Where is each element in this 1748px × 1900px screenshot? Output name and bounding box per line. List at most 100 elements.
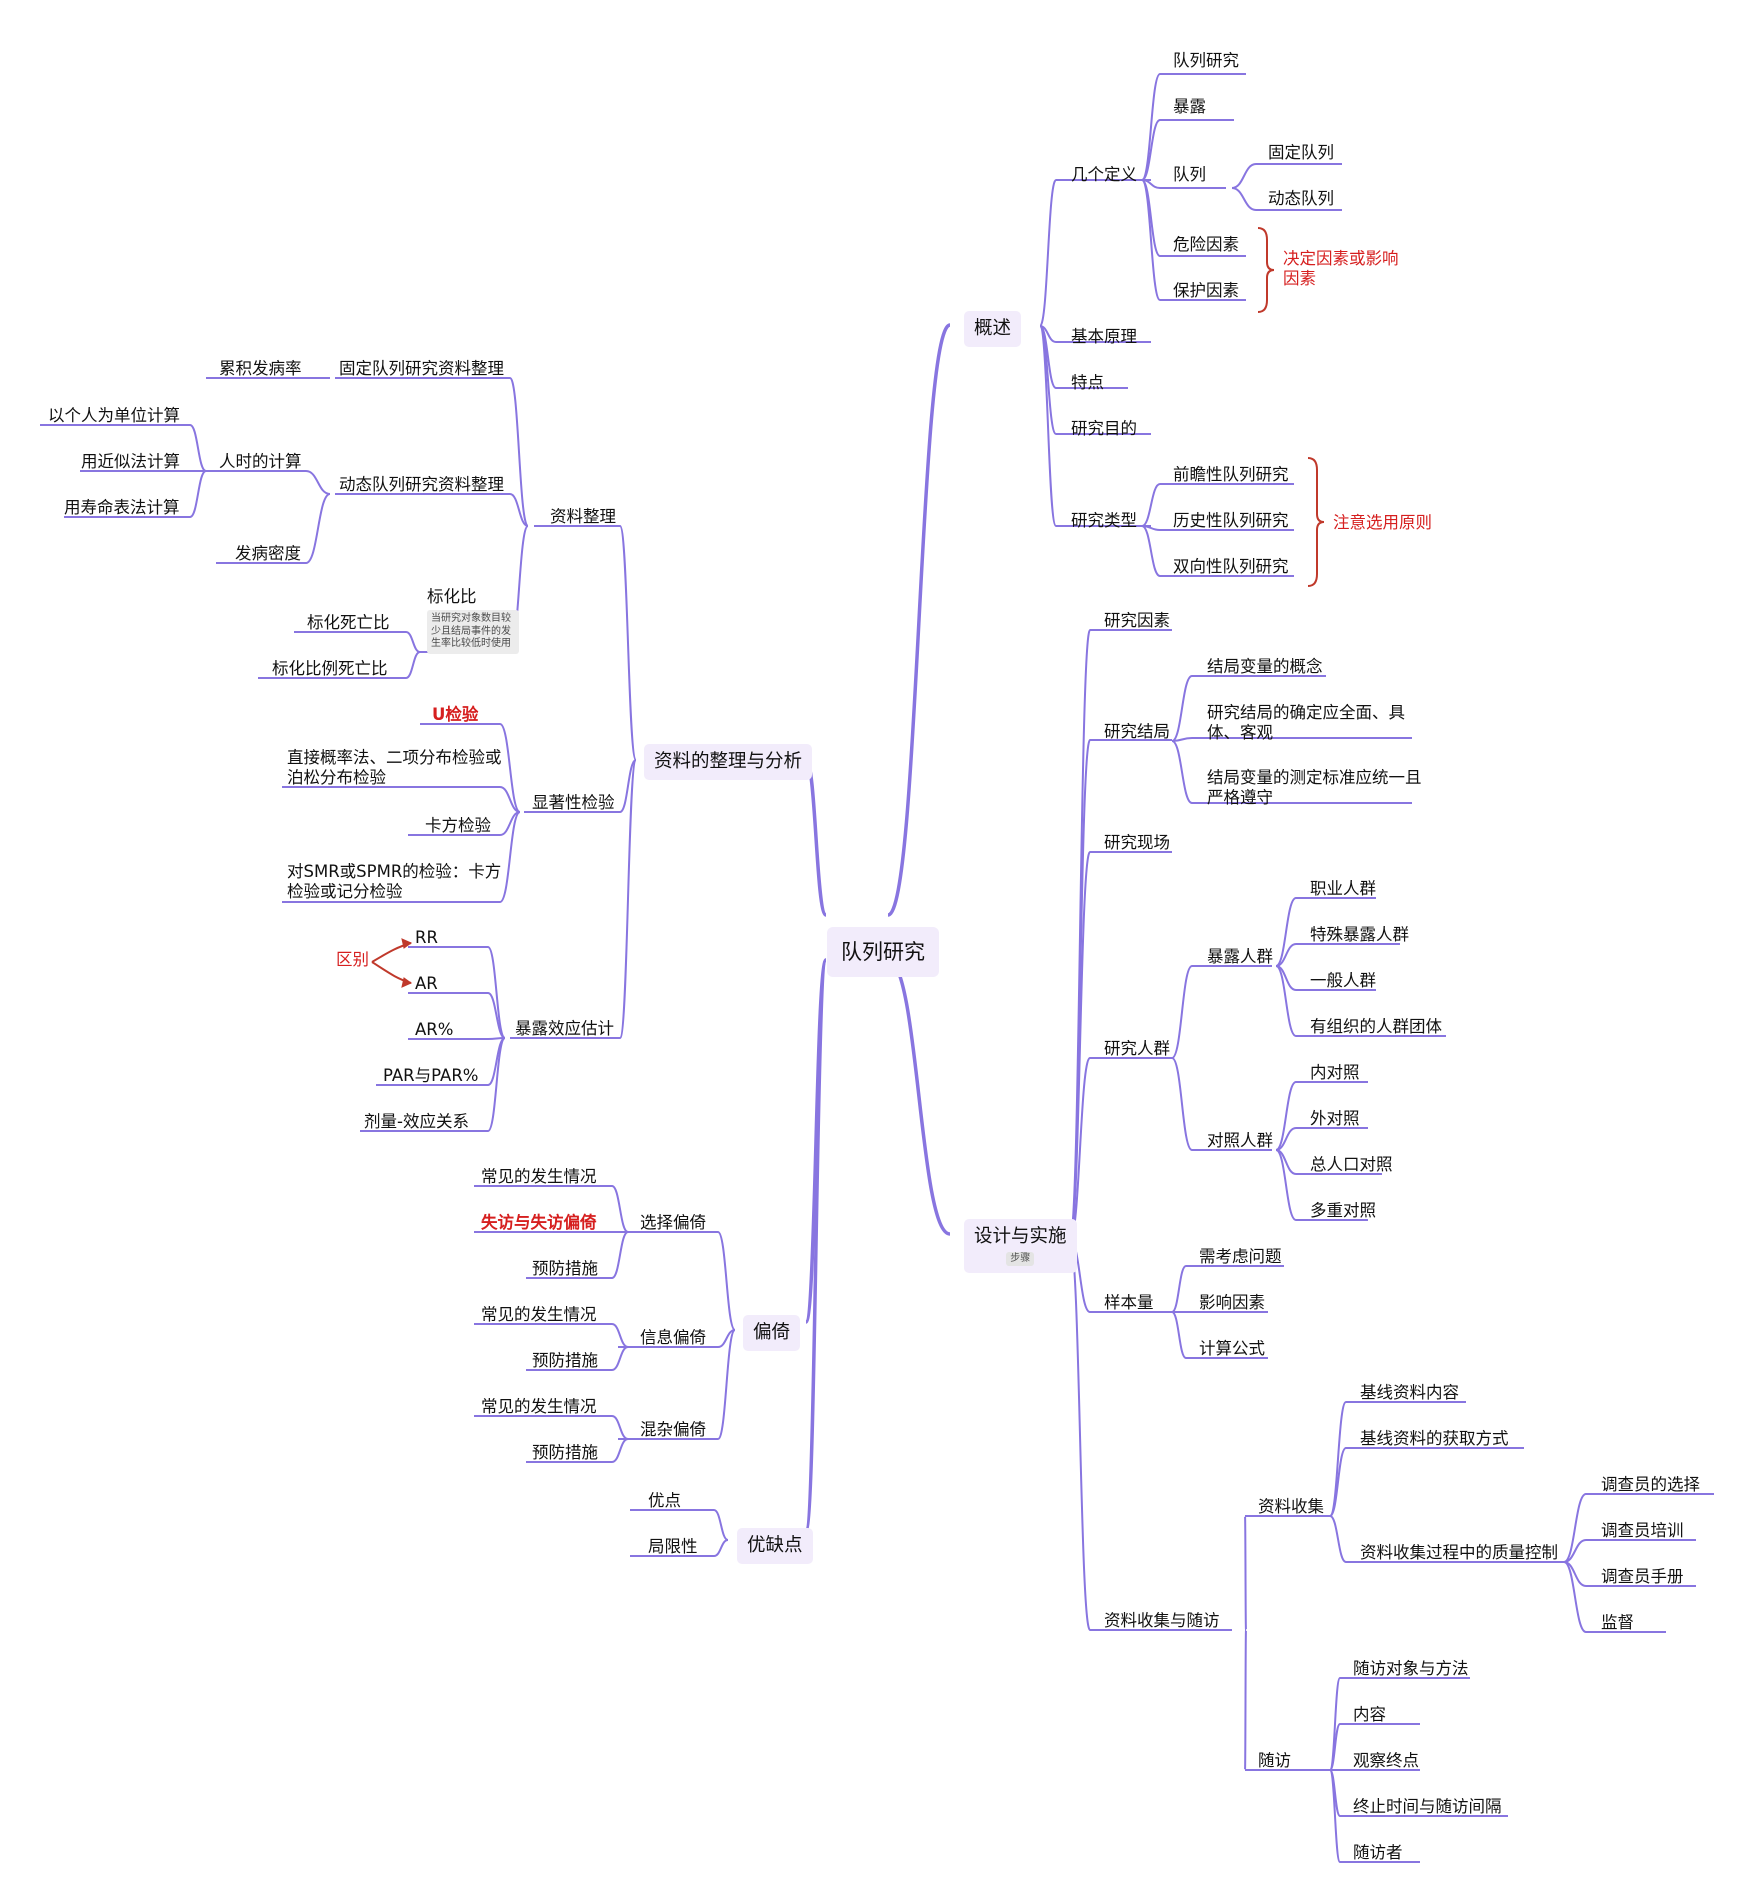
site-node[interactable]: 研究现场 bbox=[1104, 833, 1170, 852]
exposed-organized[interactable]: 有组织的人群团体 bbox=[1310, 1017, 1442, 1036]
purpose-node[interactable]: 研究目的 bbox=[1071, 419, 1137, 438]
type-ambispective[interactable]: 双向性队列研究 bbox=[1173, 557, 1289, 576]
rr-node[interactable]: RR bbox=[415, 928, 438, 947]
branch-curve bbox=[611, 1415, 629, 1440]
outcome-standard[interactable]: 结局变量的测定标准应统一且严格遵守 bbox=[1207, 768, 1422, 807]
significance-node[interactable]: 显著性检验 bbox=[532, 793, 615, 812]
collection-node[interactable]: 资料收集与随访 bbox=[1104, 1611, 1220, 1630]
followup-content[interactable]: 内容 bbox=[1353, 1705, 1386, 1724]
qc-training[interactable]: 调查员培训 bbox=[1601, 1521, 1684, 1540]
exposed-general[interactable]: 一般人群 bbox=[1310, 971, 1376, 990]
branch-curve bbox=[1069, 1239, 1091, 1631]
control-general[interactable]: 总人口对照 bbox=[1310, 1155, 1393, 1174]
selection-prevention[interactable]: 预防措施 bbox=[532, 1259, 598, 1278]
factors-node[interactable]: 研究因素 bbox=[1104, 611, 1170, 630]
followup-endpoints[interactable]: 观察终点 bbox=[1353, 1751, 1419, 1770]
confounding-common[interactable]: 常见的发生情况 bbox=[481, 1397, 597, 1416]
exposed-pop-node[interactable]: 暴露人群 bbox=[1207, 947, 1273, 966]
sample-influences[interactable]: 影响因素 bbox=[1199, 1293, 1265, 1312]
type-historical[interactable]: 历史性队列研究 bbox=[1173, 511, 1289, 530]
information-prevention[interactable]: 预防措施 bbox=[532, 1351, 598, 1370]
ar-percent-node[interactable]: AR% bbox=[415, 1020, 454, 1039]
type-prospective[interactable]: 前瞻性队列研究 bbox=[1173, 465, 1289, 484]
def-exposure[interactable]: 暴露 bbox=[1173, 97, 1206, 116]
person-time-approx[interactable]: 用近似法计算 bbox=[81, 452, 180, 471]
exposed-occupational[interactable]: 职业人群 bbox=[1310, 879, 1376, 898]
definitions-node[interactable]: 几个定义 bbox=[1071, 165, 1137, 184]
branch-curve bbox=[717, 1231, 736, 1331]
pros-cons-node[interactable]: 优缺点 bbox=[737, 1528, 813, 1564]
def-cohort-study[interactable]: 队列研究 bbox=[1173, 51, 1239, 70]
confounding-prevention[interactable]: 预防措施 bbox=[532, 1443, 598, 1462]
bias-node[interactable]: 偏倚 bbox=[743, 1315, 801, 1351]
sample-node[interactable]: 样本量 bbox=[1104, 1293, 1154, 1312]
followup-node[interactable]: 随访 bbox=[1258, 1751, 1291, 1770]
root-node[interactable]: 队列研究 bbox=[827, 927, 939, 977]
incidence-density[interactable]: 发病密度 bbox=[235, 544, 301, 563]
smr-node[interactable]: 标化死亡比 bbox=[307, 613, 390, 632]
control-multiple[interactable]: 多重对照 bbox=[1310, 1201, 1376, 1220]
selection-common[interactable]: 常见的发生情况 bbox=[481, 1167, 597, 1186]
qc-supervision[interactable]: 监督 bbox=[1601, 1613, 1634, 1632]
smr-test[interactable]: 对SMR或SPMR的检验：卡方检验或记分检验 bbox=[287, 862, 502, 901]
person-time-individual[interactable]: 以个人为单位计算 bbox=[48, 406, 180, 425]
def-fixed-cohort[interactable]: 固定队列 bbox=[1268, 143, 1334, 162]
control-external[interactable]: 外对照 bbox=[1310, 1109, 1360, 1128]
information-bias-node[interactable]: 信息偏倚 bbox=[640, 1328, 706, 1347]
dose-response-node[interactable]: 剂量-效应关系 bbox=[364, 1112, 469, 1131]
types-node[interactable]: 研究类型 bbox=[1071, 511, 1137, 530]
chi-square-test[interactable]: 卡方检验 bbox=[425, 816, 491, 835]
arrowhead bbox=[401, 977, 413, 988]
selection-bias-node[interactable]: 选择偏倚 bbox=[640, 1213, 706, 1232]
control-pop-node[interactable]: 对照人群 bbox=[1207, 1131, 1273, 1150]
confounding-bias-node[interactable]: 混杂偏倚 bbox=[640, 1420, 706, 1439]
sample-formula[interactable]: 计算公式 bbox=[1199, 1339, 1265, 1358]
person-time-life-table[interactable]: 用寿命表法计算 bbox=[64, 498, 180, 517]
spmr-node[interactable]: 标化比例死亡比 bbox=[272, 659, 388, 678]
loss-to-followup[interactable]: 失访与失访偏倚 bbox=[481, 1213, 597, 1232]
person-time-node[interactable]: 人时的计算 bbox=[219, 452, 302, 471]
followup-subjects[interactable]: 随访对象与方法 bbox=[1353, 1659, 1469, 1678]
analysis-node[interactable]: 资料的整理与分析 bbox=[644, 744, 813, 780]
standardized-ratio-node[interactable]: 标化比 bbox=[427, 587, 477, 606]
ar-node[interactable]: AR bbox=[415, 974, 438, 993]
overview-node[interactable]: 概述 bbox=[964, 311, 1022, 347]
baseline-method[interactable]: 基线资料的获取方式 bbox=[1360, 1429, 1509, 1448]
cumulative-incidence[interactable]: 累积发病率 bbox=[219, 359, 302, 378]
data-collection-node[interactable]: 资料收集 bbox=[1258, 1497, 1324, 1516]
information-common[interactable]: 常见的发生情况 bbox=[481, 1305, 597, 1324]
features-node[interactable]: 特点 bbox=[1071, 373, 1104, 392]
def-cohort[interactable]: 队列 bbox=[1173, 165, 1206, 184]
control-internal[interactable]: 内对照 bbox=[1310, 1063, 1360, 1082]
branch-curve bbox=[1141, 525, 1161, 577]
def-dynamic-cohort[interactable]: 动态队列 bbox=[1268, 189, 1334, 208]
quality-control-node[interactable]: 资料收集过程中的质量控制 bbox=[1360, 1543, 1558, 1562]
qc-manual[interactable]: 调查员手册 bbox=[1601, 1567, 1684, 1586]
fixed-cohort-data-node[interactable]: 固定队列研究资料整理 bbox=[339, 359, 504, 378]
par-node[interactable]: PAR与PAR% bbox=[383, 1066, 479, 1085]
effect-estimation-node[interactable]: 暴露效应估计 bbox=[515, 1019, 614, 1038]
followup-interviewer[interactable]: 随访者 bbox=[1353, 1843, 1403, 1862]
population-node[interactable]: 研究人群 bbox=[1104, 1039, 1170, 1058]
direct-probability[interactable]: 直接概率法、二项分布检验或泊松分布检验 bbox=[287, 748, 502, 787]
outcome-node[interactable]: 研究结局 bbox=[1104, 722, 1170, 741]
principle-node[interactable]: 基本原理 bbox=[1071, 327, 1137, 346]
design-node[interactable]: 设计与实施 步骤 bbox=[964, 1219, 1077, 1273]
def-risk-factor[interactable]: 危险因素 bbox=[1173, 235, 1239, 254]
outcome-determination[interactable]: 研究结局的确定应全面、具体、客观 bbox=[1207, 703, 1405, 742]
baseline-content[interactable]: 基线资料内容 bbox=[1360, 1383, 1459, 1402]
outcome-concept[interactable]: 结局变量的概念 bbox=[1207, 657, 1323, 676]
exposed-special[interactable]: 特殊暴露人群 bbox=[1310, 925, 1409, 944]
arrangement-node[interactable]: 资料整理 bbox=[550, 507, 616, 526]
u-test[interactable]: U检验 bbox=[432, 705, 479, 724]
followup-interval[interactable]: 终止时间与随访间隔 bbox=[1353, 1797, 1502, 1816]
cons-node[interactable]: 局限性 bbox=[648, 1537, 698, 1556]
pros-node[interactable]: 优点 bbox=[648, 1491, 681, 1510]
dynamic-cohort-data-node[interactable]: 动态队列研究资料整理 bbox=[339, 475, 504, 494]
qc-selection[interactable]: 调查员的选择 bbox=[1601, 1475, 1700, 1494]
sample-considerations[interactable]: 需考虑问题 bbox=[1199, 1247, 1282, 1266]
brace bbox=[1257, 227, 1275, 313]
def-protective-factor[interactable]: 保护因素 bbox=[1173, 281, 1239, 300]
